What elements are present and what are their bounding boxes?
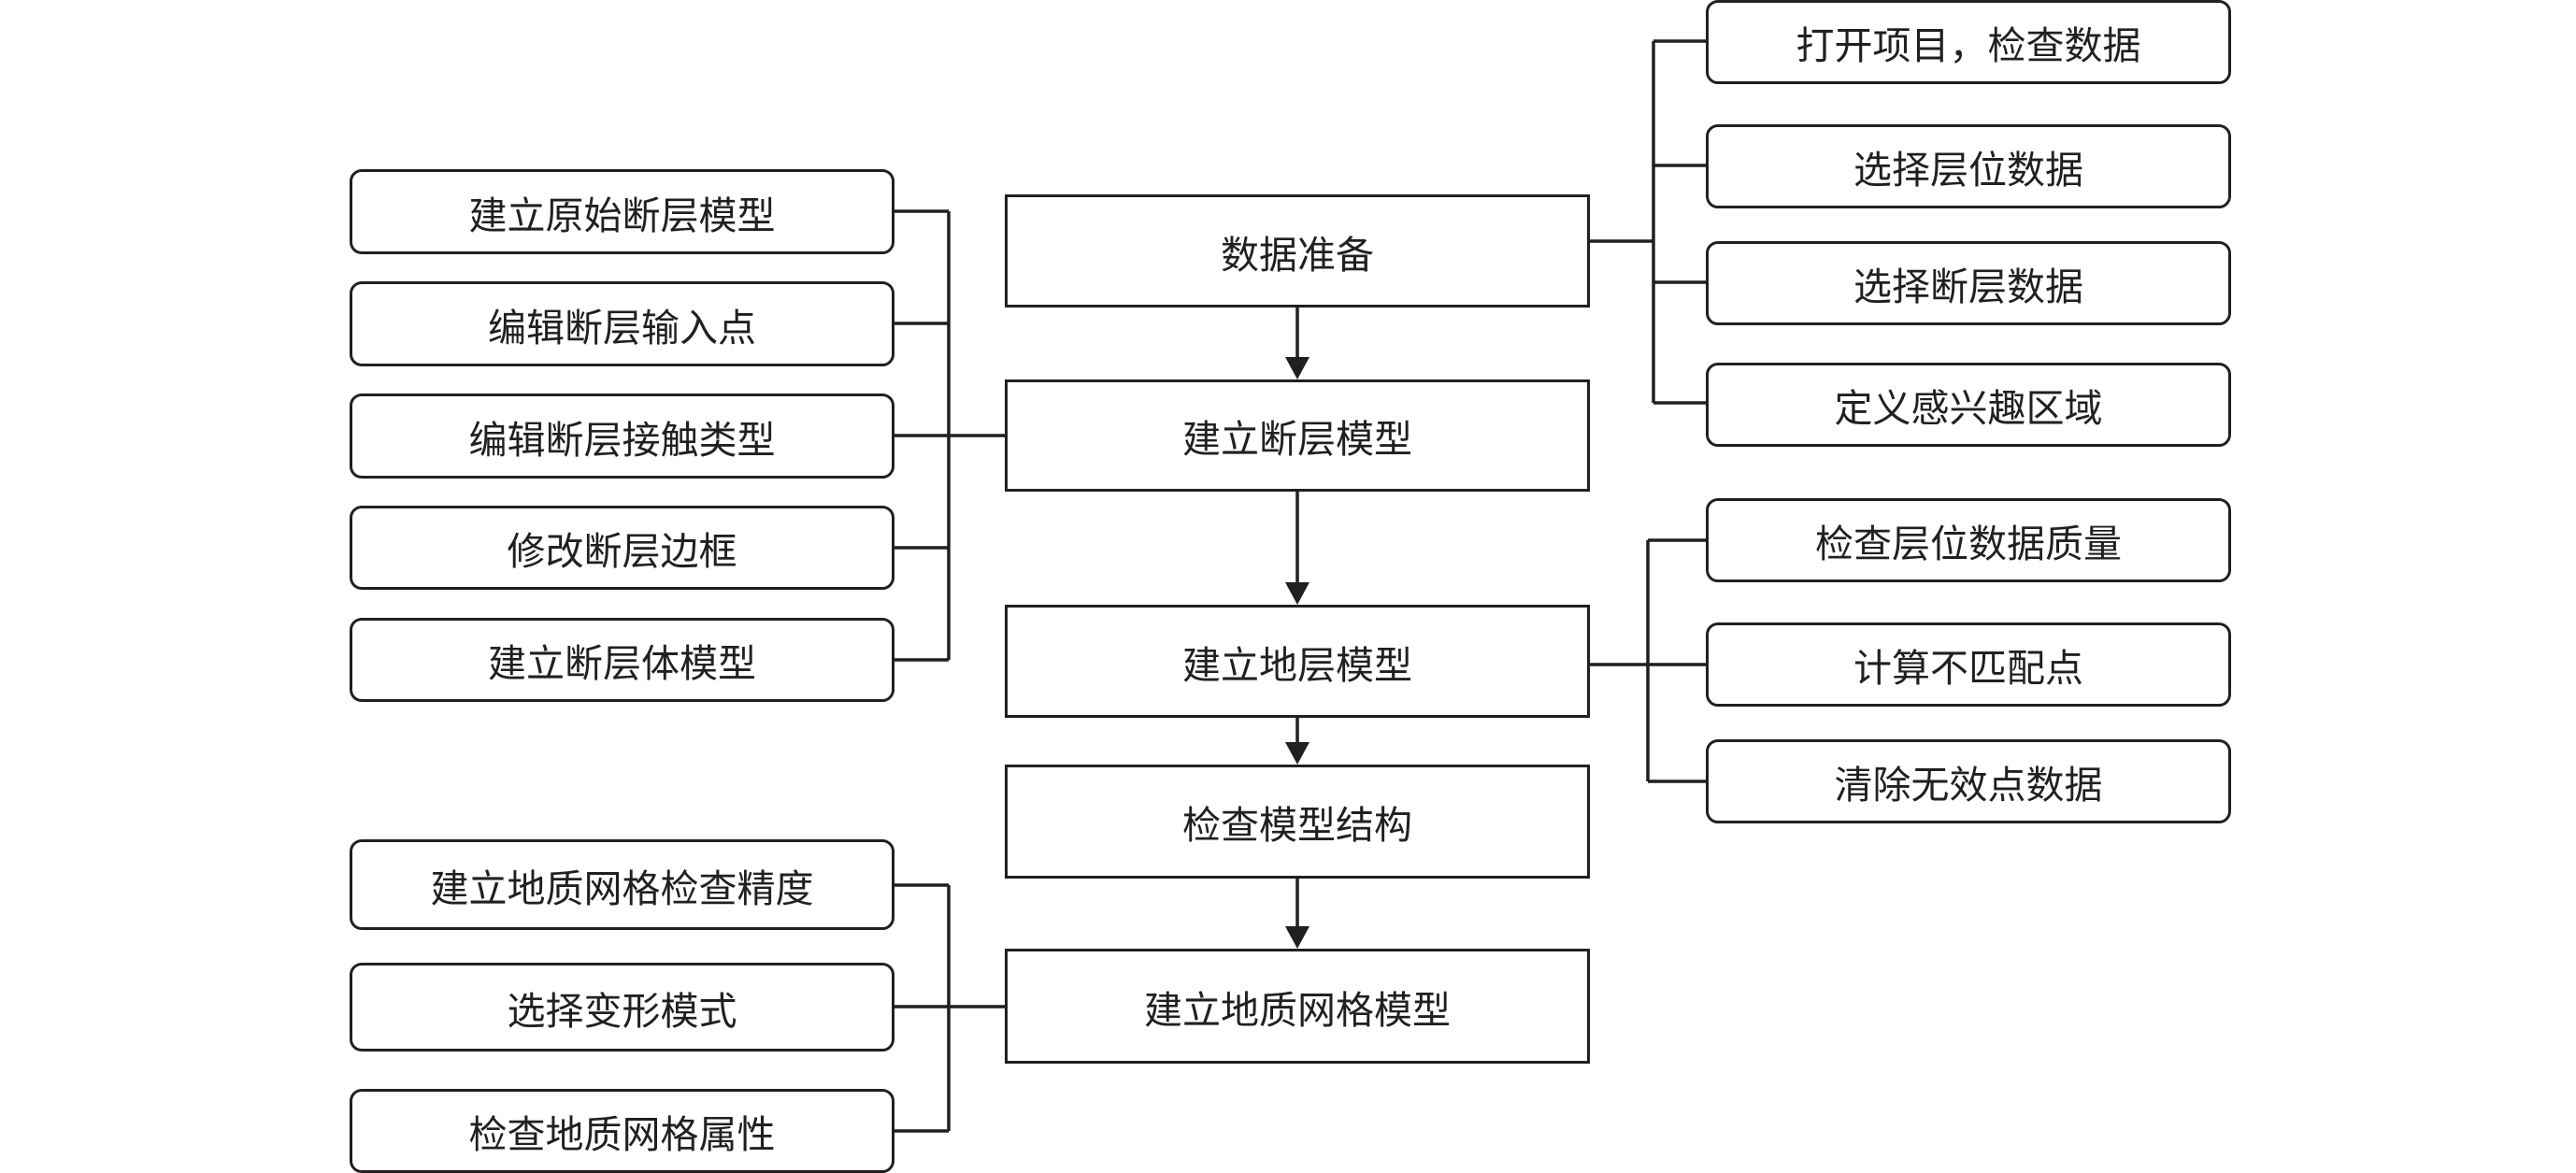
main-step-strata-model: 建立地层模型 [1005,605,1590,718]
grid-task-1: 建立地质网格检查精度 [350,839,894,930]
grid-task-2: 选择变形模式 [350,963,894,1051]
main-step-data-prep: 数据准备 [1005,194,1590,308]
strata-task-2: 计算不匹配点 [1706,622,2231,707]
flow-arrow-2-head [1285,582,1309,605]
grid-task-3: 检查地质网格属性 [350,1089,894,1173]
main-step-check-structure: 检查模型结构 [1005,765,1590,879]
prep-task-2: 选择层位数据 [1706,124,2231,208]
fault-task-5: 建立断层体模型 [350,618,894,702]
prep-task-4: 定义感兴趣区域 [1706,363,2231,447]
strata-task-3: 清除无效点数据 [1706,739,2231,823]
fault-task-4: 修改断层边框 [350,506,894,590]
flow-arrow-4-head [1285,926,1309,949]
main-step-grid-model: 建立地质网格模型 [1005,949,1590,1064]
fault-task-2: 编辑断层输入点 [350,281,894,366]
fault-task-3: 编辑断层接触类型 [350,393,894,479]
prep-task-1: 打开项目，检查数据 [1706,0,2231,84]
flow-arrow-1-head [1285,357,1309,379]
main-step-fault-model: 建立断层模型 [1005,379,1590,492]
prep-task-3: 选择断层数据 [1706,241,2231,325]
strata-task-1: 检查层位数据质量 [1706,498,2231,582]
flow-arrow-3-head [1285,742,1309,765]
fault-task-1: 建立原始断层模型 [350,169,894,254]
